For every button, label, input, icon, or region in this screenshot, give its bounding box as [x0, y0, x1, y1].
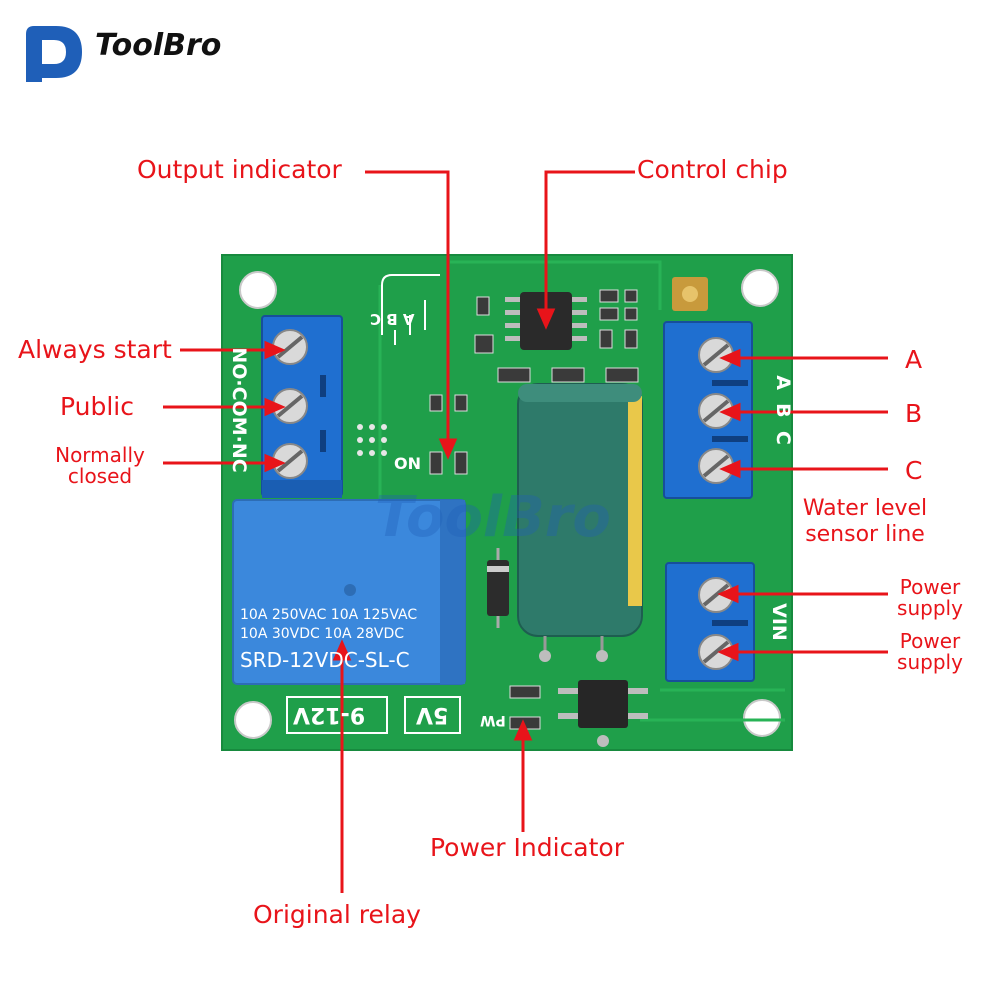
left-terminal-label: NO·COM·NC	[228, 347, 250, 473]
label-control-chip: Control chip	[637, 155, 788, 184]
mount-hole	[743, 699, 781, 737]
label-output-indicator: Output indicator	[137, 155, 342, 184]
callout-line-output	[365, 170, 450, 445]
voltage-9-12v: 9-12V	[293, 702, 366, 727]
label-power-supply-2: Power supply	[897, 629, 963, 674]
relay-model: SRD-12VDC-SL-C	[240, 648, 410, 672]
voltage-box-5v	[404, 696, 461, 734]
label-normally-closed: Normally closed	[55, 443, 145, 488]
on-label: ON	[394, 454, 421, 473]
abc-vertical-label: A B C	[370, 310, 415, 328]
pw-label: PW	[480, 712, 506, 728]
mount-hole	[234, 701, 272, 739]
abc-terminal-label: A B C	[772, 375, 794, 445]
label-original-relay: Original relay	[253, 900, 421, 929]
toolbro-logo-icon	[26, 26, 82, 82]
label-c: C	[905, 456, 923, 485]
brand-name: ToolBro	[95, 28, 222, 63]
vin-label: VIN	[768, 603, 790, 641]
watermark: ToolBro	[375, 485, 611, 550]
mount-hole	[741, 269, 779, 307]
label-public: Public	[60, 392, 134, 421]
label-water-level-sensor-line: Water level sensor line	[802, 496, 928, 547]
relay-rating-1: 10A 250VAC 10A 125VAC	[240, 607, 418, 623]
diode	[487, 560, 509, 616]
label-a: A	[905, 345, 923, 374]
relay-rating-2: 10A 30VDC 10A 28VDC	[240, 626, 405, 642]
callout-line-chip	[544, 170, 635, 315]
voltage-box-9-12v	[286, 696, 388, 734]
regulator-chip	[578, 680, 628, 728]
label-power-indicator: Power Indicator	[430, 833, 625, 862]
voltage-5v: 5V	[416, 702, 449, 727]
label-power-supply-1: Power supply	[897, 575, 963, 620]
label-always-start: Always start	[18, 335, 172, 364]
label-b: B	[905, 399, 923, 428]
mount-hole	[239, 271, 277, 309]
